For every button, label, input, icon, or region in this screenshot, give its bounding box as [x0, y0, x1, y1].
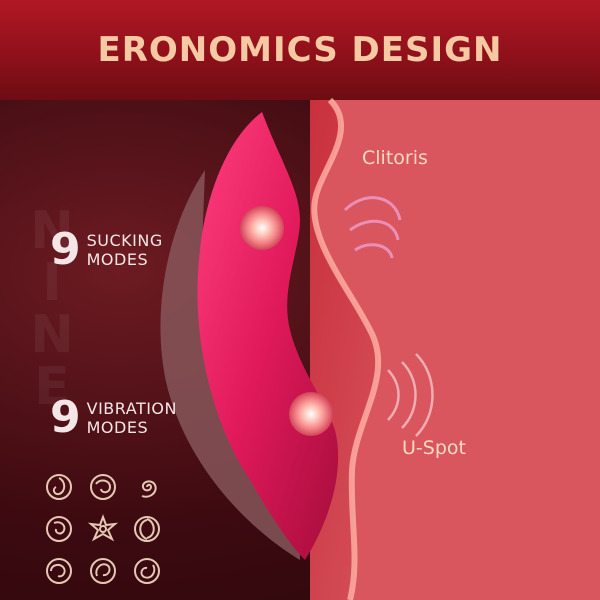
suction-wave-icon [343, 196, 402, 259]
body-contour [314, 100, 600, 600]
mode-icon-grid [44, 472, 174, 592]
swirl-icon [46, 558, 72, 584]
suction-point-icon [240, 206, 284, 250]
sucking-count: 9 [50, 224, 81, 275]
uspot-label: U-Spot [402, 437, 466, 459]
nine-watermark: N I N E [30, 201, 74, 417]
page-title: ERONOMICS DESIGN [97, 30, 503, 70]
swirl-icon [134, 516, 160, 542]
swirl-icon [90, 474, 116, 500]
vibration-point-icon [289, 392, 333, 436]
swirl-icon [90, 558, 116, 584]
swirl-icon [46, 516, 72, 542]
header-bar: ERONOMICS DESIGN [0, 0, 600, 100]
vibration-count: 9 [50, 392, 81, 443]
vibration-label-line2: MODES [86, 418, 149, 437]
sucking-label-line2: MODES [86, 250, 149, 269]
flower-swirl-icon [88, 514, 118, 542]
swirl-icon [134, 558, 160, 584]
vibration-wave-icon [387, 353, 434, 437]
swirl-icon [46, 474, 72, 500]
sucking-label-line1: SUCKING [86, 231, 163, 250]
device-body [197, 112, 339, 560]
spiral-icon [141, 480, 157, 498]
vibration-label-line1: VIBRATION [86, 399, 177, 418]
vibration-modes-label: 9 VIBRATION MODES [50, 396, 177, 440]
sucking-modes-label: 9 SUCKING MODES [50, 228, 163, 272]
clitoris-label: Clitoris [362, 147, 428, 169]
